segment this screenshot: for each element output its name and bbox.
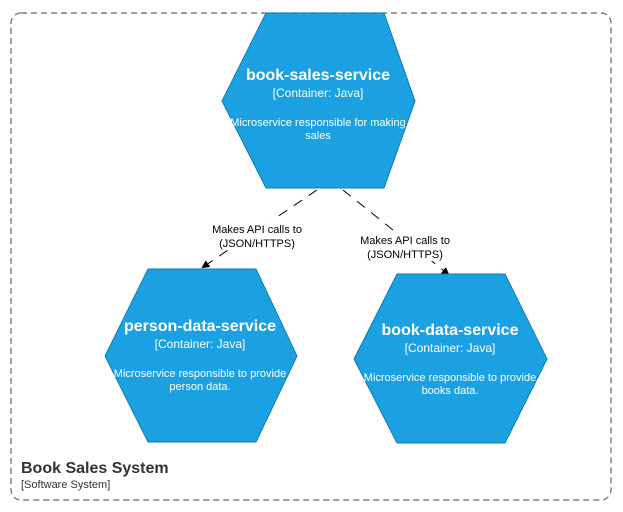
edge-label-line2: (JSON/HTTPS) — [367, 249, 443, 261]
edge-label-bg — [356, 231, 454, 261]
container-tech: [Container: Java] — [405, 341, 496, 355]
edge-to-book-data: Makes API calls to (JSON/HTTPS) — [342, 189, 454, 276]
edge-label-line1: Makes API calls to — [212, 224, 302, 236]
container-tech: [Container: Java] — [273, 86, 364, 100]
container-tech: [Container: Java] — [155, 337, 246, 351]
edge-label-bg — [208, 220, 306, 250]
container-description-line1: Microservice responsible to provide — [114, 368, 286, 380]
boundary-type: [Software System] — [21, 479, 110, 491]
container-description-line2: sales — [305, 130, 331, 142]
container-book-data-service[interactable]: book-data-service [Container: Java] Micr… — [353, 273, 548, 444]
container-book-sales-service[interactable]: book-sales-service [Container: Java] Mic… — [221, 12, 416, 189]
edge-to-person-data: Makes API calls to (JSON/HTTPS) — [201, 189, 318, 269]
container-description-line2: books data. — [422, 385, 479, 397]
container-description-line2: person data. — [169, 381, 230, 393]
container-person-data-service[interactable]: person-data-service [Container: Java] Mi… — [104, 268, 298, 443]
edge-label-line2: (JSON/HTTPS) — [219, 238, 295, 250]
container-title: book-sales-service — [246, 67, 390, 84]
container-title: person-data-service — [124, 318, 276, 335]
edge-line-to-person-data — [201, 189, 318, 269]
container-description-line1: Microservice responsible for making — [230, 117, 405, 129]
container-description-line1: Microservice responsible to provide — [364, 372, 536, 384]
edge-label-line1: Makes API calls to — [360, 235, 450, 247]
container-hexagon — [104, 268, 298, 443]
boundary-title: Book Sales System — [21, 460, 169, 477]
container-hexagon — [353, 273, 548, 444]
container-title: book-data-service — [382, 322, 519, 339]
container-hexagon — [221, 12, 416, 189]
